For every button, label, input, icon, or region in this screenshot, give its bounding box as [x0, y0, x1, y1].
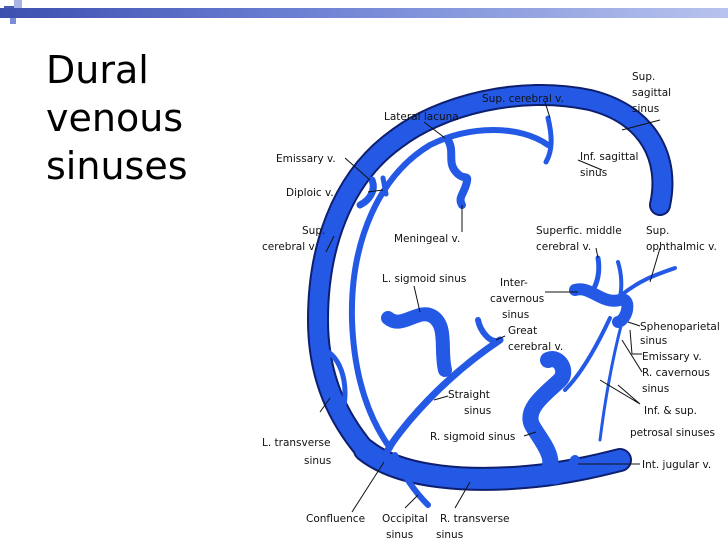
leader-confluence [351, 461, 385, 513]
emissary-vein-left [356, 176, 377, 209]
slide-title: Dural venous sinuses [46, 46, 236, 190]
dural-sinus-diagram: Sup. sagittal sinus Sup. cerebral v. Lat… [262, 71, 720, 541]
right-sigmoid-sinus [522, 351, 572, 483]
petrosal-sinus [563, 316, 612, 392]
label-inf-sagittal-2: sinus [580, 167, 607, 179]
label-r-cavernous-2: sinus [642, 383, 669, 395]
label-inf-sagittal-1: Inf. sagittal [580, 151, 638, 163]
label-l-transverse-1: L. transverse [262, 437, 330, 449]
petrosal-sinus-2 [598, 320, 624, 442]
cavernous-sinus [569, 283, 634, 328]
leader-emissary-right [629, 329, 642, 355]
label-sphenoparietal-2: sinus [640, 335, 667, 347]
label-lateral-lacuna: Lateral lacuna [384, 111, 459, 123]
leader-sup-cerebral-left [325, 235, 335, 253]
label-sup-cerebral-left-1: Sup. [302, 225, 325, 237]
label-inf-sup-petrosal-1: Inf. & sup. [644, 405, 697, 417]
leader-lines [319, 101, 661, 513]
superior-sagittal-sinus [309, 86, 672, 459]
leader-sphenoparietal [627, 321, 641, 327]
label-confluence: Confluence [306, 513, 365, 525]
title-line-2: venous [46, 96, 184, 140]
header-square-small [10, 18, 16, 24]
label-intercav-2: cavernous [490, 293, 544, 305]
label-great-1: Great [508, 325, 537, 337]
title-line-3: sinuses [46, 144, 188, 188]
label-sup-ophthalmic-2: ophthalmic v. [646, 241, 717, 253]
label-sup-ophthalmic-1: Sup. [646, 225, 669, 237]
lateral-lacuna [444, 136, 472, 209]
leader-r-sigmoid [523, 431, 537, 437]
diploic-vein [380, 175, 389, 197]
left-sigmoid-sinus [381, 307, 452, 377]
header-gradient-line [0, 8, 728, 18]
label-l-transverse-2: sinus [304, 455, 331, 467]
label-inf-sup-petrosal-2: petrosal sinuses [630, 427, 715, 439]
leader-diploic [367, 189, 384, 193]
label-occipital-1: Occipital [382, 513, 428, 525]
occipital-sinus [392, 452, 431, 508]
sphenoparietal-sinus [616, 260, 624, 298]
label-superf-middle-2: cerebral v. [536, 241, 591, 253]
leader-sup-sagittal [621, 119, 661, 131]
leader-straight [433, 395, 449, 401]
label-diploic: Diploic v. [286, 187, 334, 199]
header-square-light [14, 0, 22, 8]
leader-superf-middle [595, 247, 599, 259]
leader-inf-sagittal [577, 159, 603, 171]
straight-sinus [384, 336, 504, 454]
label-sup-cerebral-top: Sup. cerebral v. [482, 93, 564, 105]
great-cerebral-vein [475, 317, 503, 344]
leader-l-sigmoid [413, 285, 421, 313]
label-sup-sagittal-1: Sup. [632, 71, 655, 83]
leader-emissary-left [344, 157, 371, 181]
label-sup-cerebral-left-2: cerebral v. [262, 241, 317, 253]
internal-jugular-vein [543, 455, 580, 485]
label-l-sigmoid: L. sigmoid sinus [382, 273, 466, 285]
leader-r-cavernous [621, 339, 643, 373]
label-emissary-left: Emissary v. [276, 153, 336, 165]
label-r-sigmoid: R. sigmoid sinus [430, 431, 515, 443]
title-line-1: Dural [46, 48, 149, 92]
label-sup-sagittal-3: sinus [632, 103, 659, 115]
slide-header-bar [0, 0, 728, 30]
label-occipital-2: sinus [386, 529, 413, 541]
label-r-transverse-1: R. transverse [440, 513, 510, 525]
sup-cerebral-vein-left [322, 347, 348, 423]
label-r-transverse-2: sinus [436, 529, 463, 541]
label-intercav-1: Inter- [500, 277, 528, 289]
leader-sup-cerebral-top [544, 101, 551, 119]
sup-cerebral-vein-top [543, 115, 554, 165]
label-emissary-right: Emissary v. [642, 351, 702, 363]
sup-sagittal-sinus-edge [306, 84, 674, 461]
label-superf-middle-1: Superfic. middle [536, 225, 622, 237]
inferior-sagittal-sinus [348, 127, 551, 451]
leader-sup-ophthalmic [649, 247, 661, 283]
superficial-middle-cerebral-vein [589, 255, 602, 295]
label-meningeal: Meningeal v. [394, 233, 460, 245]
label-int-jugular: Int. jugular v. [642, 459, 711, 471]
leader-great [495, 335, 506, 341]
leader-inf-sup-petrosal [599, 379, 641, 405]
diagram-labels: Sup. sagittal sinus Sup. cerebral v. Lat… [262, 71, 720, 541]
sinus-vessels [306, 84, 677, 508]
leader-occipital [404, 494, 419, 509]
sup-ophthalmic-vein [618, 266, 677, 298]
label-r-cavernous-1: R. cavernous [642, 367, 710, 379]
label-straight-2: sinus [464, 405, 491, 417]
label-straight-1: Straight [448, 389, 490, 401]
label-sphenoparietal-1: Sphenoparietal [640, 321, 720, 333]
label-great-2: cerebral v. [508, 341, 563, 353]
label-intercav-3: sinus [502, 309, 529, 321]
leader-l-transverse [319, 397, 331, 413]
leader-r-transverse [454, 481, 471, 509]
leader-lateral-lacuna [423, 121, 446, 139]
label-sup-sagittal-2: sagittal [632, 87, 671, 99]
